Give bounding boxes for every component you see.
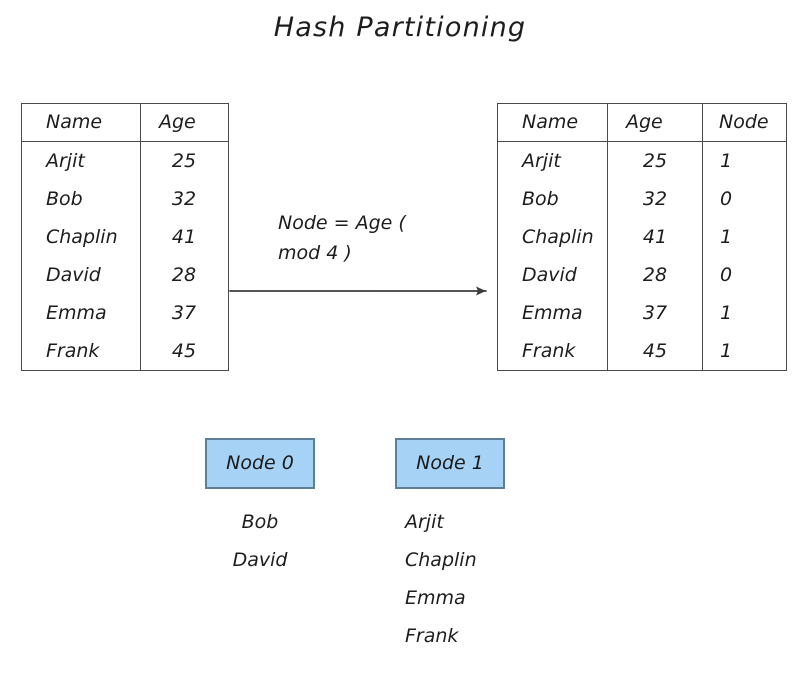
transform-formula-label: Node = Age ( mod 4 ) bbox=[278, 212, 406, 264]
cell-age: 25 bbox=[608, 142, 703, 180]
table-row: Bob 32 0 bbox=[498, 180, 786, 218]
cell-age: 37 bbox=[608, 294, 703, 332]
table-row: David 28 0 bbox=[498, 256, 786, 294]
cell-age: 37 bbox=[171, 302, 197, 324]
cell-age: 41 bbox=[608, 218, 703, 256]
cell-age: 28 bbox=[171, 264, 197, 286]
cell-age: 45 bbox=[608, 332, 703, 370]
node-1-member-list: Arjit Chaplin Emma Frank bbox=[405, 503, 565, 655]
cell-name: Bob bbox=[498, 180, 608, 218]
table-header-row: Name Age bbox=[22, 104, 228, 142]
result-table: Name Age Node Arjit 25 1 Bob 32 0 Chapli… bbox=[497, 103, 787, 371]
table-row: Chaplin 41 1 bbox=[498, 218, 786, 256]
cell-age: 32 bbox=[171, 188, 197, 210]
list-item: Emma bbox=[405, 587, 466, 609]
cell-name: Chaplin bbox=[22, 218, 141, 256]
table-row: Frank 45 bbox=[22, 332, 228, 370]
page-title: Hash Partitioning bbox=[273, 12, 527, 43]
table-row: Frank 45 1 bbox=[498, 332, 786, 370]
list-item: Arjit bbox=[405, 511, 444, 533]
cell-age: 45 bbox=[171, 340, 197, 362]
list-item: David bbox=[232, 549, 288, 571]
cell-node: 0 bbox=[720, 264, 733, 286]
table-row: Arjit 25 bbox=[22, 142, 228, 180]
table-row: Emma 37 1 bbox=[498, 294, 786, 332]
table-row: David 28 bbox=[22, 256, 228, 294]
cell-name: Frank bbox=[22, 332, 141, 370]
cell-name: Bob bbox=[22, 180, 141, 218]
column-header-name: Name bbox=[22, 104, 141, 141]
cell-name: Emma bbox=[498, 294, 608, 332]
cell-node: 1 bbox=[720, 302, 733, 324]
cell-name: David bbox=[22, 256, 141, 294]
cell-name: David bbox=[498, 256, 608, 294]
table-header-row: Name Age Node bbox=[498, 104, 786, 142]
table-row: Emma 37 bbox=[22, 294, 228, 332]
cell-node: 1 bbox=[720, 226, 733, 248]
node-0-member-list: Bob David bbox=[205, 503, 315, 579]
cell-name: Arjit bbox=[498, 142, 608, 180]
list-item: Bob bbox=[241, 511, 279, 533]
table-row: Bob 32 bbox=[22, 180, 228, 218]
cell-name: Chaplin bbox=[498, 218, 608, 256]
list-item: Frank bbox=[405, 625, 459, 647]
cell-node: 0 bbox=[720, 188, 733, 210]
cell-node: 1 bbox=[720, 150, 733, 172]
cell-age: 41 bbox=[171, 226, 197, 248]
column-header-node: Node bbox=[719, 111, 769, 133]
cell-name: Frank bbox=[498, 332, 608, 370]
cell-name: Arjit bbox=[22, 142, 141, 180]
node-0-box: Node 0 bbox=[205, 438, 315, 489]
arrow-right-icon bbox=[229, 286, 487, 296]
table-row: Chaplin 41 bbox=[22, 218, 228, 256]
cell-age: 28 bbox=[608, 256, 703, 294]
column-header-age: Age bbox=[608, 104, 703, 141]
column-header-age: Age bbox=[159, 111, 196, 133]
node-1-box: Node 1 bbox=[395, 438, 505, 489]
cell-age: 32 bbox=[608, 180, 703, 218]
table-row: Arjit 25 1 bbox=[498, 142, 786, 180]
source-table: Name Age Arjit 25 Bob 32 Chaplin 41 Davi… bbox=[21, 103, 229, 371]
list-item: Chaplin bbox=[405, 549, 477, 571]
cell-node: 1 bbox=[720, 340, 733, 362]
cell-age: 25 bbox=[171, 150, 197, 172]
column-header-name: Name bbox=[498, 104, 608, 141]
cell-name: Emma bbox=[22, 294, 141, 332]
